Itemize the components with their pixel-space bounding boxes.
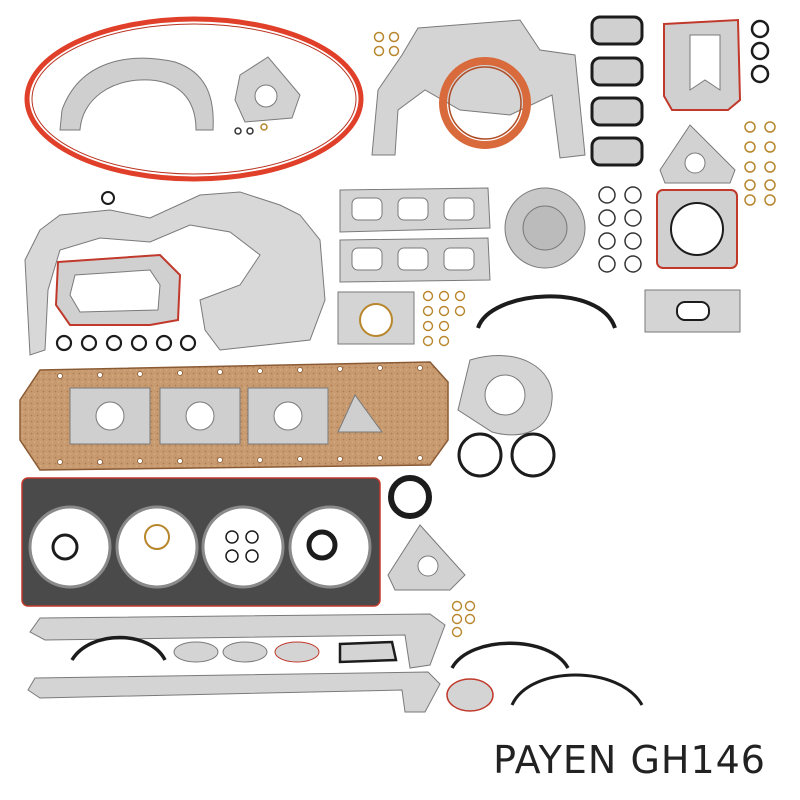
- triangle-gasket-lower-hole: [417, 555, 439, 577]
- small-oval-gaskets-row: [173, 641, 320, 663]
- round-plate-hole: [522, 205, 568, 251]
- cylinder-bores: [28, 505, 372, 589]
- washers-grid-middle: [598, 186, 642, 273]
- thermostat-gasket-cutout: [69, 269, 161, 313]
- triangle-gasket-right-hole: [684, 152, 706, 174]
- cork-inner-triangle: [337, 394, 383, 433]
- square-flange-hole: [670, 202, 724, 256]
- orange-crank-seal-inner: [448, 66, 522, 140]
- black-o-rings-top-right: [750, 19, 770, 84]
- washers-grid-center: [422, 290, 466, 347]
- oil-pan-gasket-lower: [27, 671, 441, 713]
- black-o-rings-row: [55, 334, 197, 352]
- large-o-ring-left: [457, 432, 503, 478]
- front-cover-gasket: [371, 19, 586, 159]
- copper-washers-right: [744, 121, 776, 206]
- timing-cover-gasket: [24, 191, 326, 356]
- flat-rect-gasket-slot: [676, 301, 710, 321]
- product-caption: PAYEN GH146: [493, 738, 766, 782]
- oval-gasket-black: [338, 640, 398, 664]
- intake-ports-2: [351, 247, 475, 271]
- copper-washers-top: [373, 31, 400, 57]
- black-arc-seal-top: [476, 294, 617, 329]
- manifold-gaskets-column: [590, 15, 644, 167]
- oil-pan-gasket-upper: [29, 613, 446, 669]
- intake-ports-1: [351, 197, 475, 221]
- round-flange-hole: [484, 374, 526, 416]
- triangle-flange-hole: [254, 84, 278, 108]
- black-arc-seal-lower-right-2: [510, 673, 644, 706]
- red-oval-seal: [24, 16, 364, 182]
- rocker-plate-holes: [95, 401, 303, 431]
- large-o-ring-right: [510, 432, 556, 478]
- bore-4-seal: [306, 529, 338, 561]
- small-square-ring: [359, 303, 393, 337]
- bore-1-seal: [51, 533, 79, 561]
- head-gasket: [21, 477, 381, 607]
- copper-washers-lower: [451, 600, 476, 638]
- brand-name: PAYEN: [493, 738, 618, 782]
- orange-crank-seal: [439, 57, 531, 149]
- black-arc-seal-lower-left: [70, 635, 167, 661]
- black-crank-seal: [388, 475, 432, 519]
- half-moon-gasket: [59, 57, 214, 131]
- part-number: GH146: [630, 738, 766, 782]
- bore-2-ring: [144, 524, 170, 550]
- single-o-ring: [101, 191, 115, 205]
- oval-gasket-lower: [446, 678, 494, 712]
- black-arc-seal-lower-right-1: [450, 641, 570, 669]
- cork-bolt-holes: [57, 365, 423, 465]
- red-oval-seal-inner: [31, 23, 357, 175]
- small-washers-top: [234, 123, 268, 135]
- water-pump-gasket-cutout: [689, 34, 721, 91]
- bore-3-rings: [225, 530, 259, 563]
